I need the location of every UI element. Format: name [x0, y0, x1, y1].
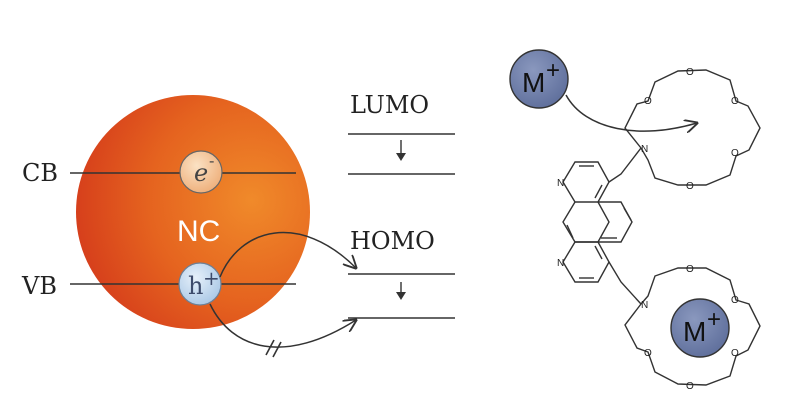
o-atom-6: O [644, 348, 652, 359]
n-atom-phen-bottom: N [557, 258, 564, 269]
metal-binding-arrow [565, 94, 697, 131]
cb-label: CB [22, 159, 58, 187]
electron-charge: - [209, 151, 214, 170]
o-atom-1: O [644, 96, 652, 107]
n-atom-bottom: N [641, 300, 648, 311]
nc-label: NC [177, 215, 220, 248]
o-atom-7: O [686, 381, 694, 392]
hole-particle [178, 262, 222, 306]
metal-ion-top [509, 49, 569, 109]
hole-charge: + [203, 266, 220, 290]
lumo-label: LUMO [350, 91, 429, 119]
top-crown-ether-ring [624, 69, 761, 186]
o-atom-4: O [731, 148, 739, 159]
o-atom-2: O [686, 67, 694, 78]
molecule-structure [562, 69, 761, 386]
o-atom-10: O [686, 264, 694, 275]
o-atom-8: O [731, 348, 739, 359]
homo-label: HOMO [350, 227, 435, 255]
blocked-transfer-arrow [209, 303, 356, 348]
electron-particle [179, 150, 223, 194]
homo-arrow-head [396, 292, 406, 300]
electron-label: e [194, 159, 208, 187]
blocked-mark [265, 339, 282, 358]
phen-ring-bottom [562, 241, 610, 283]
n-atom-phen-top: N [557, 178, 564, 189]
metal-ion-bottom [670, 298, 730, 358]
vb-label: VB [21, 272, 57, 300]
o-atom-9: O [731, 295, 739, 306]
metal-top-label: M [522, 67, 545, 98]
n-atom-top: N [641, 144, 648, 155]
phen-ring-middle [562, 201, 610, 243]
metal-bottom-charge: + [707, 306, 721, 333]
bottom-crown-ether-ring [624, 267, 761, 386]
o-atom-3: O [731, 96, 739, 107]
hole-transfer-arrow [219, 231, 356, 278]
phen-ring-top [562, 161, 610, 203]
nanocrystal [76, 95, 310, 329]
lumo-arrow-head [396, 153, 406, 161]
o-atom-5: O [686, 181, 694, 192]
bottom-linker [608, 261, 642, 305]
metal-top-charge: + [546, 57, 560, 84]
metal-bottom-label: M [683, 316, 706, 347]
hole-label: h [188, 272, 203, 300]
top-linker [608, 147, 642, 183]
